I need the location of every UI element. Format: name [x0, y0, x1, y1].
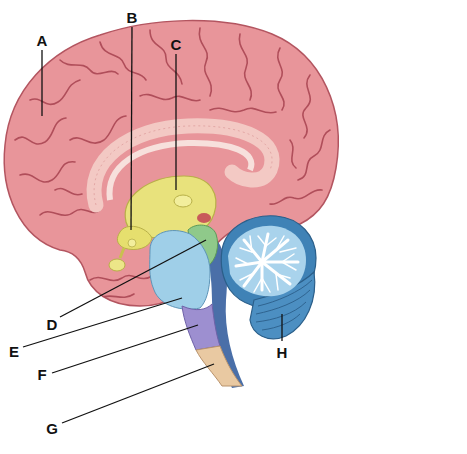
arbor-vitae [236, 234, 298, 290]
callout-letter: F [37, 367, 46, 382]
arbor-branches [236, 236, 296, 292]
spinal-cord [196, 346, 242, 386]
callout-letter: B [127, 10, 138, 25]
medulla [182, 304, 220, 350]
callout-letter: A [37, 33, 48, 48]
infundibulum [120, 248, 124, 258]
pineal [197, 213, 211, 223]
pituitary [109, 259, 125, 271]
hypothalamus [117, 226, 152, 249]
leader-lines [23, 27, 282, 423]
interthalamic-adhesion [174, 195, 192, 207]
callout-letter: D [47, 317, 58, 332]
callout-letter: E [9, 344, 19, 359]
callout-letter: G [46, 421, 58, 436]
cerebellum-cortex [228, 226, 306, 296]
callout-letter: H [277, 345, 288, 360]
callout-letter: C [171, 37, 182, 52]
mammillary-body [128, 239, 136, 247]
